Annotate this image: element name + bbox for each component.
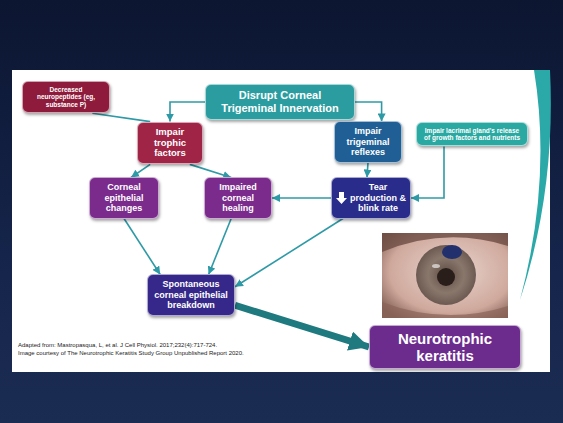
node-text: Tear production & blink rate: [350, 182, 406, 213]
node-text: Spontaneous corneal epithelial breakdown: [152, 279, 230, 310]
flow-arrow: [190, 164, 231, 177]
process-box: Impair trigeminal reflexes: [334, 121, 402, 162]
note-box: Decreased neuropeptides (eg, substance P…: [22, 81, 110, 113]
flow-arrow: [131, 164, 150, 177]
node-text: Decreased neuropeptides (eg, substance P…: [27, 86, 105, 108]
white-panel: [12, 70, 550, 372]
down-arrow-icon: [336, 192, 347, 204]
node-text: Impair trophic factors: [142, 127, 198, 160]
process-box: Spontaneous corneal epithelial breakdown: [147, 274, 235, 315]
process-box: Corneal epithelial changes: [89, 177, 159, 218]
process-box: Impair trophic factors: [137, 122, 203, 165]
node-text: Impaired corneal healing: [209, 182, 267, 213]
citation-note: Image courtesy of The Neurotrophic Kerat…: [18, 350, 244, 356]
flow-arrow: [170, 102, 205, 122]
main-arrow: [235, 305, 369, 347]
cause-box: Disrupt Corneal Trigeminal Innervation: [205, 84, 355, 119]
node-text: Corneal epithelial changes: [94, 182, 154, 213]
flow-arrow: [209, 219, 232, 275]
flow-arrow: [367, 163, 368, 178]
flow-arrow: [411, 146, 444, 198]
flow-arrow: [124, 219, 160, 275]
flow-arrow: [355, 102, 382, 121]
outcome-box: Neurotrophic keratitis: [369, 325, 521, 370]
node-text: Neurotrophic keratitis: [374, 330, 516, 365]
flow-arrow: [272, 197, 331, 199]
flow-arrow: [235, 219, 343, 287]
note-box: Impair lacrimal gland's release of growt…: [416, 122, 528, 147]
citation-note: Adapted from: Mastropasqua, L, et al. J …: [18, 342, 217, 348]
eye-photo: [382, 233, 508, 318]
node-text: Impair lacrimal gland's release of growt…: [421, 127, 523, 142]
node-text: Impair trigeminal reflexes: [339, 126, 397, 157]
teal-swoosh: [520, 70, 551, 300]
node-text: Disrupt Corneal Trigeminal Innervation: [210, 89, 350, 114]
process-box: Tear production & blink rate: [331, 177, 411, 218]
flow-arrow: [92, 113, 150, 121]
process-box: Impaired corneal healing: [204, 177, 272, 218]
